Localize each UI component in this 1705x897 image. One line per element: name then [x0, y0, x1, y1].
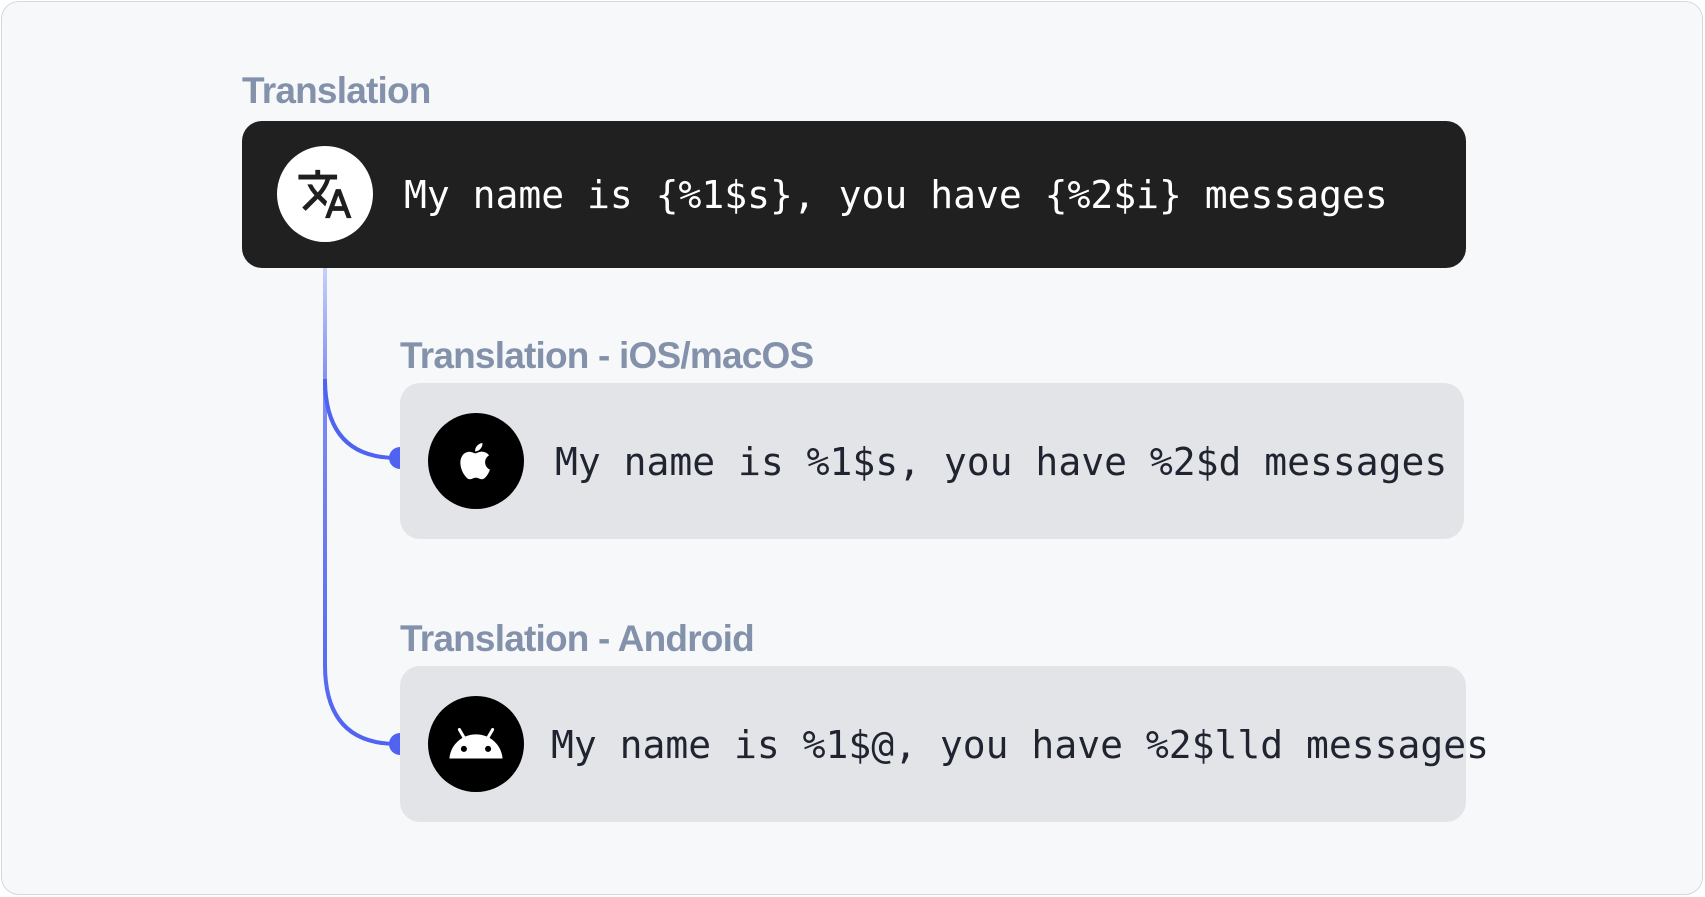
- ios-translation-text: My name is %1$s, you have %2$d messages: [555, 440, 1448, 484]
- connector-dot-ios: [389, 447, 400, 469]
- main-translation-text: My name is {%1$s}, you have {%2$i} messa…: [404, 173, 1388, 217]
- main-translation-card: My name is {%1$s}, you have {%2$i} messa…: [242, 121, 1466, 268]
- connector-trunk: [323, 268, 398, 746]
- connector-branch-ios: [323, 378, 398, 460]
- android-translation-card: My name is %1$@, you have %2$lld message…: [400, 666, 1489, 822]
- ios-translation-card: My name is %1$s, you have %2$d messages: [400, 383, 1464, 539]
- connector-dot-android: [389, 733, 400, 755]
- main-translation-label: Translation: [242, 70, 431, 111]
- apple-icon: [428, 413, 524, 509]
- ios-translation-label: Translation - iOS/macOS: [400, 335, 814, 376]
- translate-icon: [277, 146, 373, 242]
- android-translation-text: My name is %1$@, you have %2$lld message…: [551, 723, 1489, 767]
- android-translation-label: Translation - Android: [400, 618, 755, 659]
- android-icon: [428, 696, 524, 792]
